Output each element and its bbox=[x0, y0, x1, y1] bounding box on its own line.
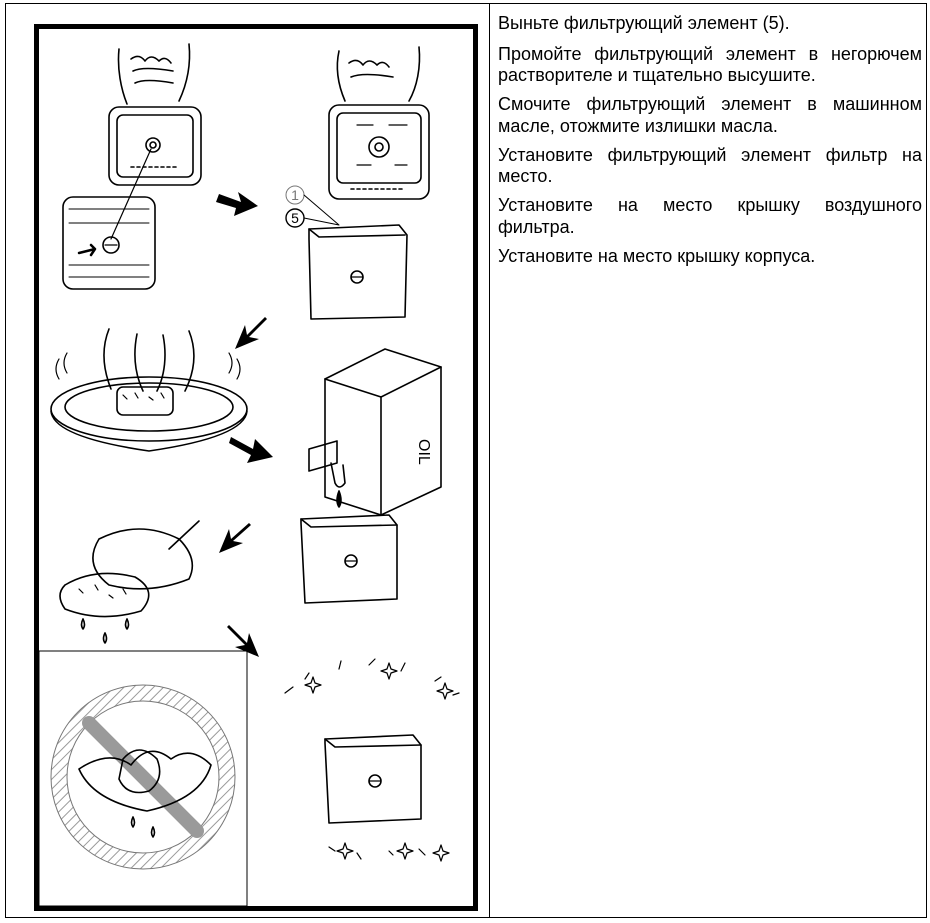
callout-1: 1 bbox=[291, 187, 299, 203]
clean-filter-element bbox=[284, 658, 460, 862]
oil-label: OIL bbox=[415, 439, 432, 465]
callout-5: 5 bbox=[291, 210, 299, 226]
arrow-down-left-1 bbox=[235, 317, 267, 349]
callout-markers: 1 5 bbox=[285, 185, 340, 228]
step-wash-element: Промойте фильтрующий элемент в негорючем… bbox=[498, 43, 922, 86]
instruction-steps: Выньте фильтрующий элемент (5). Промойте… bbox=[498, 13, 922, 275]
arrow-right-2 bbox=[229, 437, 273, 463]
step-remove-element: Выньте фильтрующий элемент (5). bbox=[498, 13, 790, 33]
squeezing-hand bbox=[59, 520, 200, 644]
step-install-filter-cover: Установите на место крышку воздушного фи… bbox=[498, 195, 922, 237]
arrow-right-1 bbox=[216, 192, 258, 216]
oiled-filter-element bbox=[300, 514, 398, 604]
step-install-housing-cover: Установите на место крышку корпуса. bbox=[498, 245, 816, 266]
step-oil-element: Смочите фильтрующий элемент в машинном м… bbox=[498, 94, 922, 136]
step-install-element: Установите фильтрующий элемент фильтр на… bbox=[498, 144, 922, 187]
arrow-down-left-2 bbox=[219, 523, 251, 553]
column-divider bbox=[489, 4, 490, 917]
oil-can: OIL bbox=[308, 348, 442, 516]
hand-removing-element bbox=[328, 46, 430, 200]
filter-element bbox=[308, 224, 408, 320]
washing-basin bbox=[50, 328, 248, 452]
arrow-down-right bbox=[227, 625, 259, 657]
hand-holding-cover bbox=[108, 43, 202, 186]
do-not-wring-box bbox=[39, 650, 248, 906]
illustration-panel: 1 5 bbox=[34, 24, 478, 911]
filter-cleaning-illustration: 1 5 bbox=[39, 43, 460, 906]
instruction-table: 1 5 bbox=[5, 3, 927, 918]
air-filter-cover bbox=[62, 148, 156, 290]
